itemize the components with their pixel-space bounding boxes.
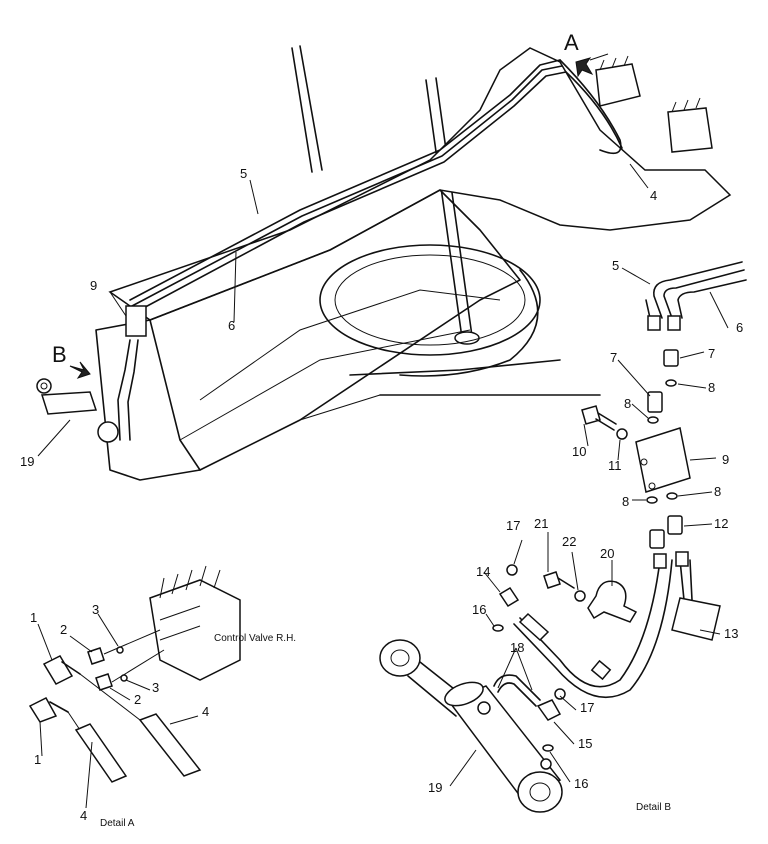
clamp-20: [587, 580, 638, 623]
callout-12-b: 12: [714, 516, 728, 531]
callout-7-b2: 7: [708, 346, 715, 361]
callout-4-main: 4: [650, 188, 657, 203]
callout-6-main: 6: [228, 318, 235, 333]
hydraulic-lines-main: [129, 59, 623, 313]
callout-22-b: 22: [562, 534, 576, 549]
callout-14-b: 14: [476, 564, 490, 579]
callout-9-b: 9: [722, 452, 729, 467]
control-valve-label: Control Valve R.H.: [214, 633, 296, 644]
callout-19-b: 19: [428, 780, 442, 795]
view-letter-b: B: [52, 342, 67, 367]
callout-numbers: 5 6 9 19 4 5 6 7 7 8 8 10 11 9 8 8 12 17…: [20, 166, 743, 823]
detail-a-label: Detail A: [100, 818, 135, 829]
main-frame-view: A B: [36, 30, 732, 481]
callout-11-b: 11: [608, 458, 622, 473]
view-b-arrow: [69, 361, 91, 379]
control-valve-rh: [149, 579, 241, 681]
callout-17-b1: 17: [506, 518, 520, 533]
callout-2-a1: 2: [60, 622, 67, 637]
callout-8-b2: 8: [624, 396, 631, 411]
bolt-10: [581, 405, 601, 425]
callout-21-b: 21: [534, 516, 548, 531]
callout-10-b: 10: [572, 444, 586, 459]
callout-4-a2: 4: [80, 808, 87, 823]
callout-2-a2: 2: [134, 692, 141, 707]
detail-b-label: Detail B: [636, 802, 671, 813]
view-a-arrow: [575, 57, 594, 78]
detail-a-assembly: Control Valve R.H.: [28, 565, 296, 809]
detail-b-assembly: [379, 261, 747, 813]
callout-8-b4: 8: [714, 484, 721, 499]
guide-rods: [291, 45, 480, 345]
elbow-14: [498, 586, 520, 608]
ring-gear: [319, 244, 541, 356]
callout-7-b1: 7: [610, 350, 617, 365]
callout-19-main: 19: [20, 454, 34, 469]
callout-3-a1: 3: [92, 602, 99, 617]
callout-20-b: 20: [600, 546, 614, 561]
callout-5-main: 5: [240, 166, 247, 181]
callout-15-b: 15: [578, 736, 592, 751]
callout-17-b2: 17: [580, 700, 594, 715]
cylinder-19-on-frame: [40, 391, 98, 415]
callout-1-a2: 1: [34, 752, 41, 767]
callout-4-a1: 4: [202, 704, 209, 719]
callout-9-main: 9: [90, 278, 97, 293]
control-valve-top: [595, 55, 713, 153]
view-letter-a: A: [564, 30, 579, 55]
callout-3-a2: 3: [152, 680, 159, 695]
callout-16-b2: 16: [574, 776, 588, 791]
cylinder-19-detail: [379, 639, 563, 813]
callout-18-b: 18: [510, 640, 524, 655]
callout-6-b: 6: [736, 320, 743, 335]
valve-block-9: [635, 427, 691, 493]
callout-13-b: 13: [724, 626, 738, 641]
callout-8-b1: 8: [708, 380, 715, 395]
block-9-on-boom: [125, 305, 147, 337]
callout-1-a1: 1: [30, 610, 37, 625]
callout-8-b3: 8: [622, 494, 629, 509]
callout-16-b1: 16: [472, 602, 486, 617]
callout-5-b: 5: [612, 258, 619, 273]
